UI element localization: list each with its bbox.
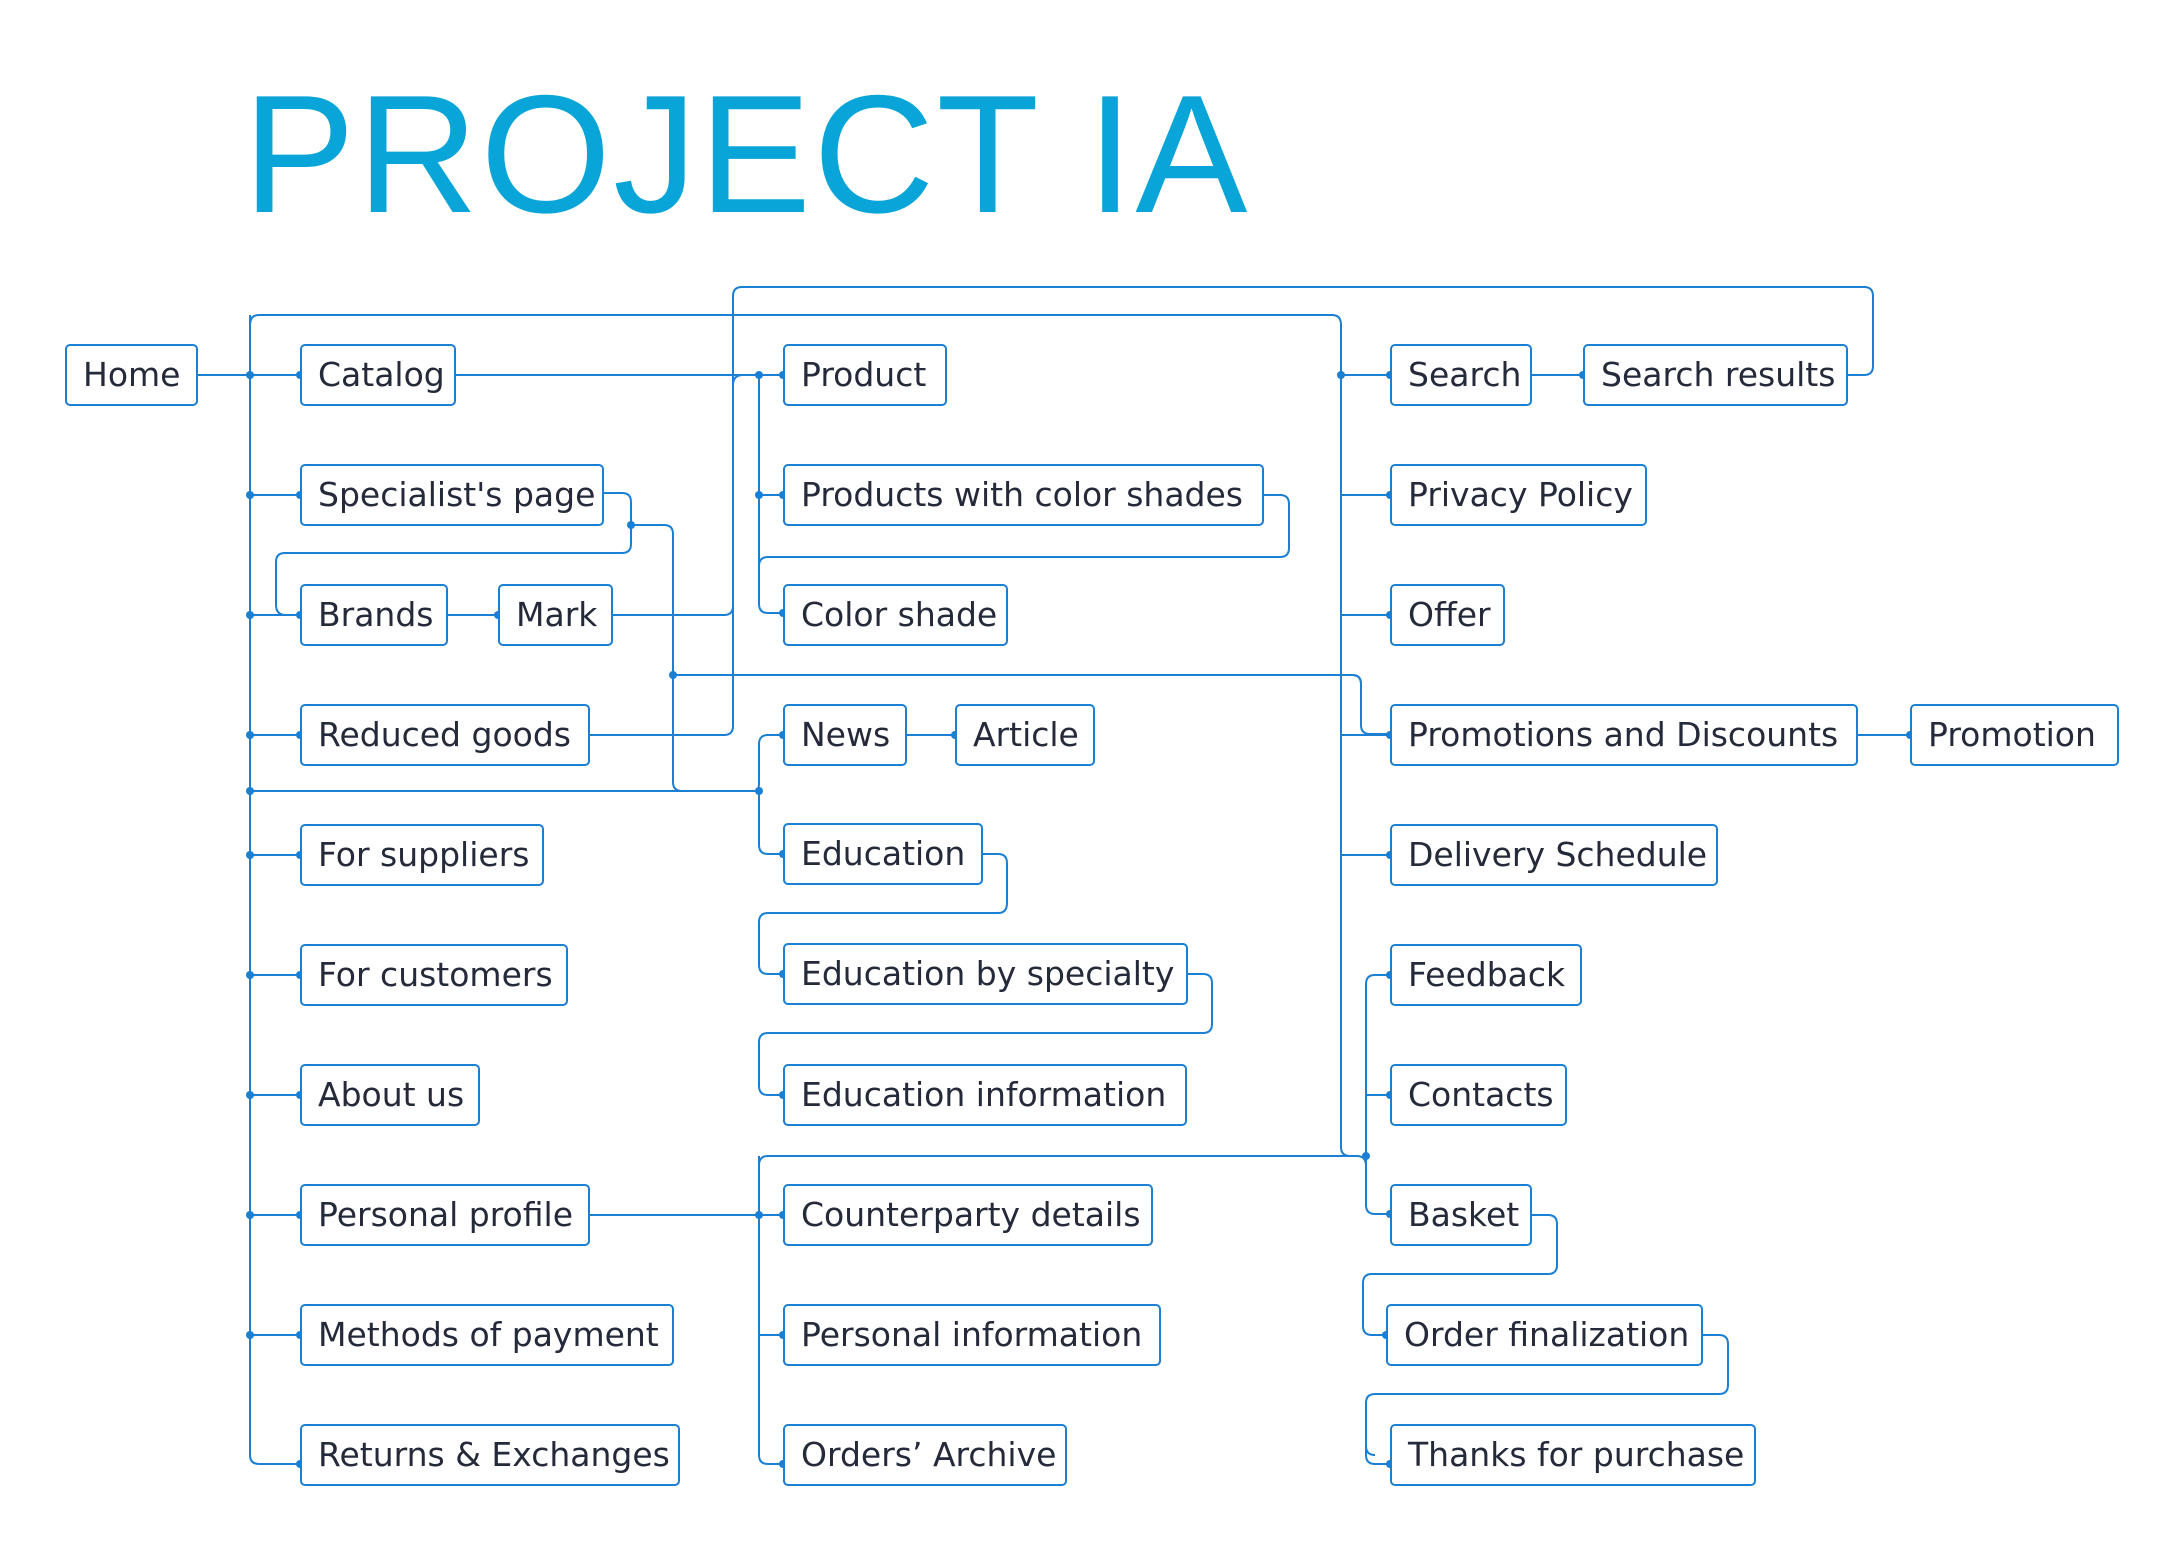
node-thanks-for-purchase[interactable]: Thanks for purchase bbox=[1390, 1424, 1756, 1486]
node-delivery-schedule[interactable]: Delivery Schedule bbox=[1390, 824, 1718, 886]
node-color-shade[interactable]: Color shade bbox=[783, 584, 1008, 646]
node-article[interactable]: Article bbox=[955, 704, 1095, 766]
node-personal-profile[interactable]: Personal profile bbox=[300, 1184, 590, 1246]
node-brands[interactable]: Brands bbox=[300, 584, 448, 646]
node-product[interactable]: Product bbox=[783, 344, 947, 406]
page-title: PROJECT IA bbox=[243, 60, 1250, 248]
node-products-with-color-shades[interactable]: Products with color shades bbox=[783, 464, 1264, 526]
node-privacy-policy[interactable]: Privacy Policy bbox=[1390, 464, 1647, 526]
node-search-results[interactable]: Search results bbox=[1583, 344, 1848, 406]
node-reduced-goods[interactable]: Reduced goods bbox=[300, 704, 590, 766]
node-returns-exchanges[interactable]: Returns & Exchanges bbox=[300, 1424, 680, 1486]
node-feedback[interactable]: Feedback bbox=[1390, 944, 1582, 1006]
node-counterparty-details[interactable]: Counterparty details bbox=[783, 1184, 1153, 1246]
node-offer[interactable]: Offer bbox=[1390, 584, 1505, 646]
node-for-suppliers[interactable]: For suppliers bbox=[300, 824, 544, 886]
node-order-finalization[interactable]: Order finalization bbox=[1386, 1304, 1703, 1366]
node-for-customers[interactable]: For customers bbox=[300, 944, 568, 1006]
node-mark[interactable]: Mark bbox=[498, 584, 613, 646]
node-personal-information[interactable]: Personal information bbox=[783, 1304, 1161, 1366]
node-home[interactable]: Home bbox=[65, 344, 198, 406]
node-orders-archive[interactable]: Orders’ Archive bbox=[783, 1424, 1067, 1486]
node-about-us[interactable]: About us bbox=[300, 1064, 480, 1126]
node-basket[interactable]: Basket bbox=[1390, 1184, 1532, 1246]
node-catalog[interactable]: Catalog bbox=[300, 344, 456, 406]
node-promotion[interactable]: Promotion bbox=[1910, 704, 2119, 766]
node-specialists-page[interactable]: Specialist's page bbox=[300, 464, 604, 526]
node-methods-of-payment[interactable]: Methods of payment bbox=[300, 1304, 674, 1366]
node-promotions-and-discounts[interactable]: Promotions and Discounts bbox=[1390, 704, 1858, 766]
node-education[interactable]: Education bbox=[783, 823, 983, 885]
node-education-by-specialty[interactable]: Education by specialty bbox=[783, 943, 1188, 1005]
node-news[interactable]: News bbox=[783, 704, 907, 766]
node-contacts[interactable]: Contacts bbox=[1390, 1064, 1567, 1126]
node-search[interactable]: Search bbox=[1390, 344, 1532, 406]
node-education-information[interactable]: Education information bbox=[783, 1064, 1187, 1126]
